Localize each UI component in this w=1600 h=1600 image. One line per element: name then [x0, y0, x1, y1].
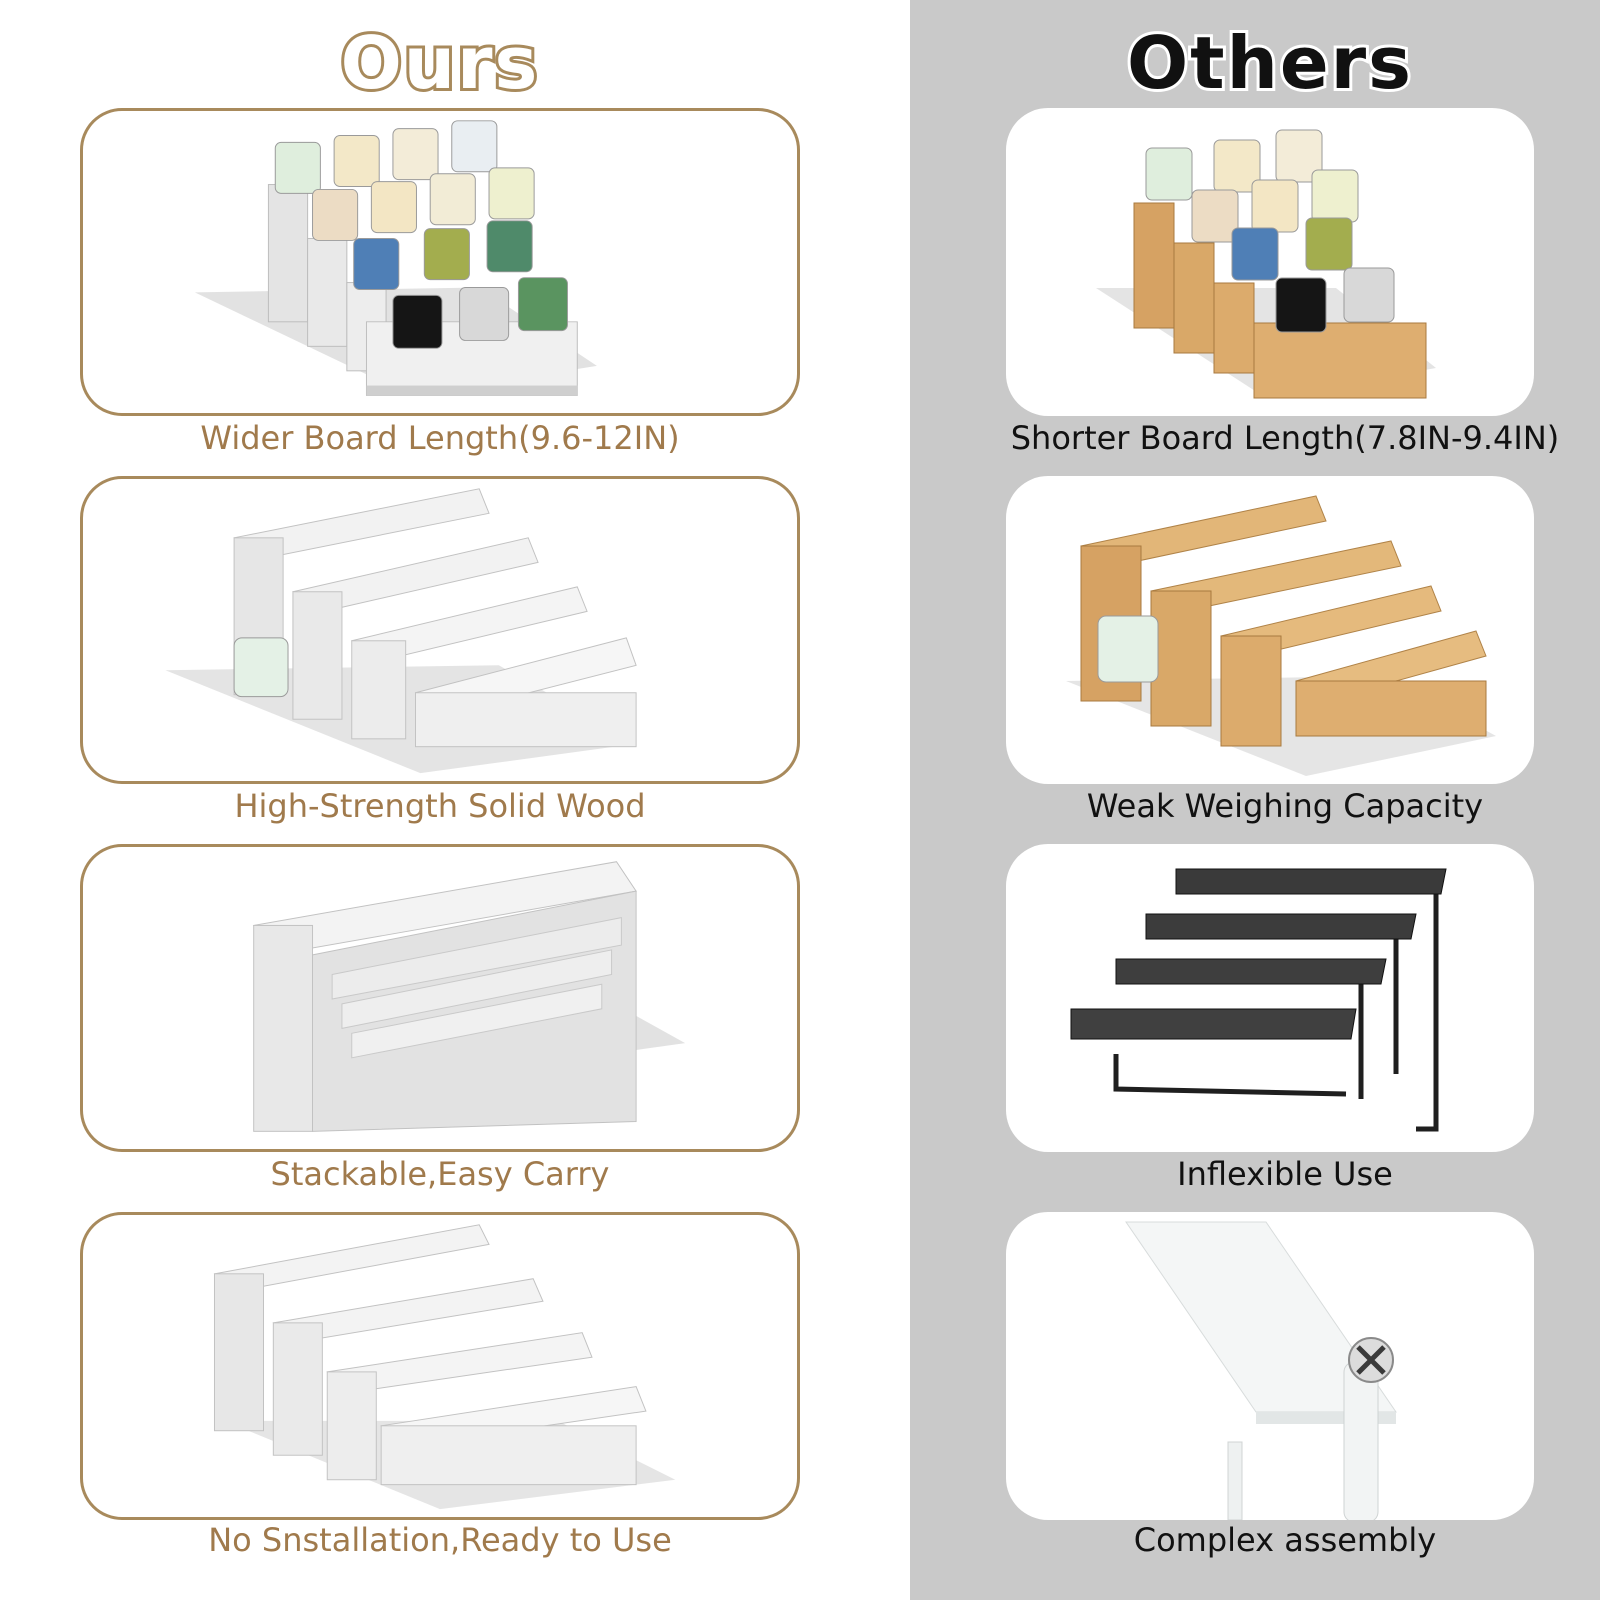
white-separated-risers-image — [213, 1224, 676, 1510]
acrylic-shelf-with-screw-image — [1125, 1221, 1397, 1520]
others-caption-1: Shorter Board Length(7.8IN-9.4IN) — [1010, 419, 1560, 457]
others-caption-2: Weak Weighing Capacity — [1086, 787, 1484, 825]
ours-heading: Ours — [338, 18, 541, 108]
white-stacked-risers-image — [252, 861, 686, 1132]
ours-card-mug-display — [80, 108, 800, 416]
ours-caption-4: No Snstallation,Ready to Use — [208, 1521, 672, 1559]
ours-card-stackable — [80, 844, 800, 1152]
others-caption-4: Complex assembly — [1133, 1521, 1437, 1559]
white-riser-with-mugs-image — [194, 120, 597, 396]
ours-caption-3: Stackable,Easy Carry — [270, 1155, 610, 1193]
others-card-weak-capacity — [1006, 476, 1534, 784]
bamboo-risers-image — [1066, 495, 1496, 776]
others-card-inflexible — [1006, 844, 1534, 1152]
ours-card-solid-wood — [80, 476, 800, 784]
others-card-mug-display — [1006, 108, 1534, 416]
others-caption-3: Inflexible Use — [1177, 1155, 1393, 1193]
bamboo-riser-with-mugs-image — [1096, 129, 1436, 399]
ours-card-no-installation — [80, 1212, 800, 1520]
others-card-complex-assembly — [1006, 1212, 1534, 1520]
white-solid-wood-risers-image — [165, 488, 637, 774]
ours-caption-2: High-Strength Solid Wood — [234, 787, 646, 825]
ours-caption-1: Wider Board Length(9.6-12IN) — [200, 419, 680, 457]
black-metal-stair-shelf-image — [1070, 868, 1447, 1132]
others-heading: Others — [1124, 18, 1414, 108]
